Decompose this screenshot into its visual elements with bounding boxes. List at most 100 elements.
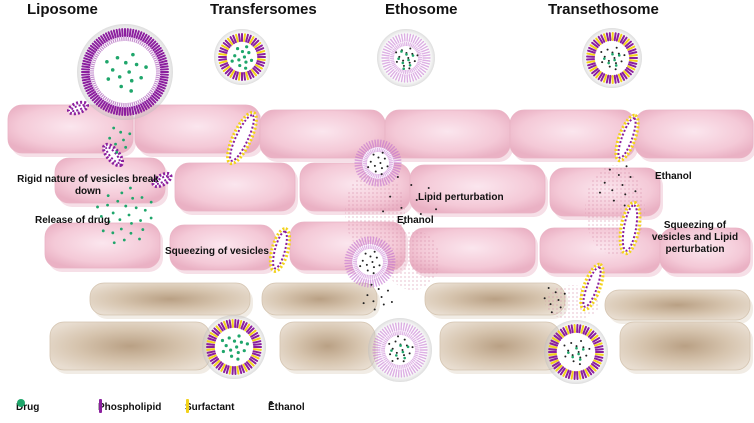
- inner-lipid-tick: [383, 172, 387, 177]
- drug-dot: [123, 60, 128, 65]
- lipid-tick: [83, 57, 92, 62]
- inner-lipid-tick: [145, 94, 150, 98]
- lipid-tick: [384, 326, 390, 335]
- inner-lipid-tick: [392, 332, 395, 337]
- drug-dot: [229, 348, 233, 352]
- skin-cell: [439, 321, 561, 371]
- inner-lipid-tick: [388, 334, 392, 338]
- lipid-tick: [374, 357, 383, 363]
- inner-lipid-tick: [396, 364, 399, 369]
- lipid-tick: [368, 141, 373, 149]
- lipid-tick: [382, 61, 391, 65]
- liposome-fragment: [151, 171, 173, 189]
- lipid-tick: [397, 73, 402, 82]
- legend-surfactant-label: Surfactant: [185, 401, 235, 413]
- lipid-tick: [346, 251, 355, 256]
- inner-lipid-tick: [392, 48, 397, 52]
- lipid-tick: [112, 105, 117, 115]
- ethanol-dot: [382, 303, 385, 306]
- lipid-tick: [627, 65, 636, 71]
- lipid-tick: [358, 238, 363, 247]
- ethanol-dot: [570, 341, 573, 344]
- inner-lipid-tick: [384, 358, 389, 363]
- lipid-tick: [420, 65, 428, 71]
- title-liposome: Liposome: [27, 1, 98, 18]
- inner-lipid-tick: [371, 245, 373, 250]
- lipid-tick: [206, 350, 216, 354]
- inner-lipid-tick: [99, 92, 103, 97]
- released-drug-dot: [118, 218, 122, 222]
- lipid-tick: [559, 367, 566, 376]
- ethanol-dot: [391, 347, 394, 350]
- lipid-tick: [247, 70, 252, 80]
- inner-lipid-tick: [112, 100, 115, 105]
- inner-lipid-tick: [112, 39, 115, 44]
- liposome-vesicle: [77, 24, 173, 120]
- lipid-tick: [597, 35, 604, 44]
- inner-lipid-tick: [381, 267, 386, 271]
- lipid-tick: [225, 319, 230, 329]
- lipid-tick: [386, 265, 396, 269]
- lipid-tick: [549, 342, 559, 347]
- ethanol-dot: [366, 294, 369, 297]
- ethanol-dot: [380, 167, 383, 170]
- squeezed-inner: [154, 175, 170, 185]
- lipid-tick: [551, 361, 560, 367]
- drug-dot: [577, 352, 580, 356]
- inner-lipid-tick: [382, 265, 387, 269]
- inner-lipid-tick: [108, 40, 111, 45]
- lipid-tick: [95, 98, 103, 106]
- inner-lipid-tick: [375, 246, 379, 251]
- ethanol-dot: [365, 263, 368, 266]
- lipid-tick: [381, 364, 388, 372]
- drug-dot: [134, 62, 139, 67]
- drug-dot: [603, 57, 606, 60]
- lipid-tick: [346, 268, 355, 273]
- lipid-tick: [229, 36, 235, 45]
- lipid-tick: [81, 62, 91, 66]
- lipid-tick: [617, 73, 623, 83]
- lipid-tick: [395, 72, 400, 81]
- lipid-tick: [594, 353, 604, 356]
- legend-phospholipid: Phospholipid: [98, 398, 161, 416]
- inner-lipid-tick: [414, 345, 419, 348]
- lipid-tick: [115, 28, 119, 38]
- drug-dot: [401, 350, 405, 354]
- legend-phospholipid-label: Phospholipid: [98, 401, 162, 413]
- skin-cell: [174, 162, 296, 212]
- inner-lipid-tick: [360, 272, 364, 277]
- inner-lipid-tick: [409, 360, 413, 365]
- lipid-tick: [254, 44, 263, 50]
- ethanol-dot: [378, 264, 381, 267]
- lipid-tick: [345, 266, 354, 271]
- inner-lipid-tick: [150, 87, 156, 92]
- lipid-tick: [158, 80, 168, 85]
- inner-lipid-tick: [410, 336, 415, 341]
- ethanol-dot: [547, 287, 550, 290]
- released-drug-dot: [122, 238, 126, 242]
- legend-drug-label: Drug: [16, 401, 40, 413]
- squeezed-shell: [614, 113, 640, 163]
- lipid-tick: [249, 36, 255, 45]
- lipid-tick: [392, 153, 400, 158]
- lipid-tick: [584, 368, 590, 377]
- ethosome-penetrating: [354, 139, 402, 187]
- inner-lipid-tick: [373, 274, 376, 279]
- lipid-tick: [359, 172, 367, 178]
- ethanol-dot: [380, 296, 383, 298]
- inner-lipid-tick: [153, 57, 158, 60]
- inner-lipid-tick: [402, 69, 405, 74]
- ethanol-dot: [611, 189, 614, 192]
- inner-lipid-tick: [92, 82, 97, 85]
- lipid-tick: [372, 343, 382, 347]
- lipid-tick: [386, 325, 392, 334]
- lipid-tick: [412, 364, 419, 372]
- vesicle-core: [226, 41, 258, 73]
- released-drug-dot: [124, 145, 128, 149]
- lipid-tick: [386, 252, 395, 257]
- inner-lipid-tick: [388, 362, 393, 367]
- ethanol-dot: [382, 210, 385, 213]
- ethanol-dot: [402, 354, 405, 357]
- lipid-tick: [142, 102, 148, 111]
- inner-lipid-tick: [411, 43, 415, 49]
